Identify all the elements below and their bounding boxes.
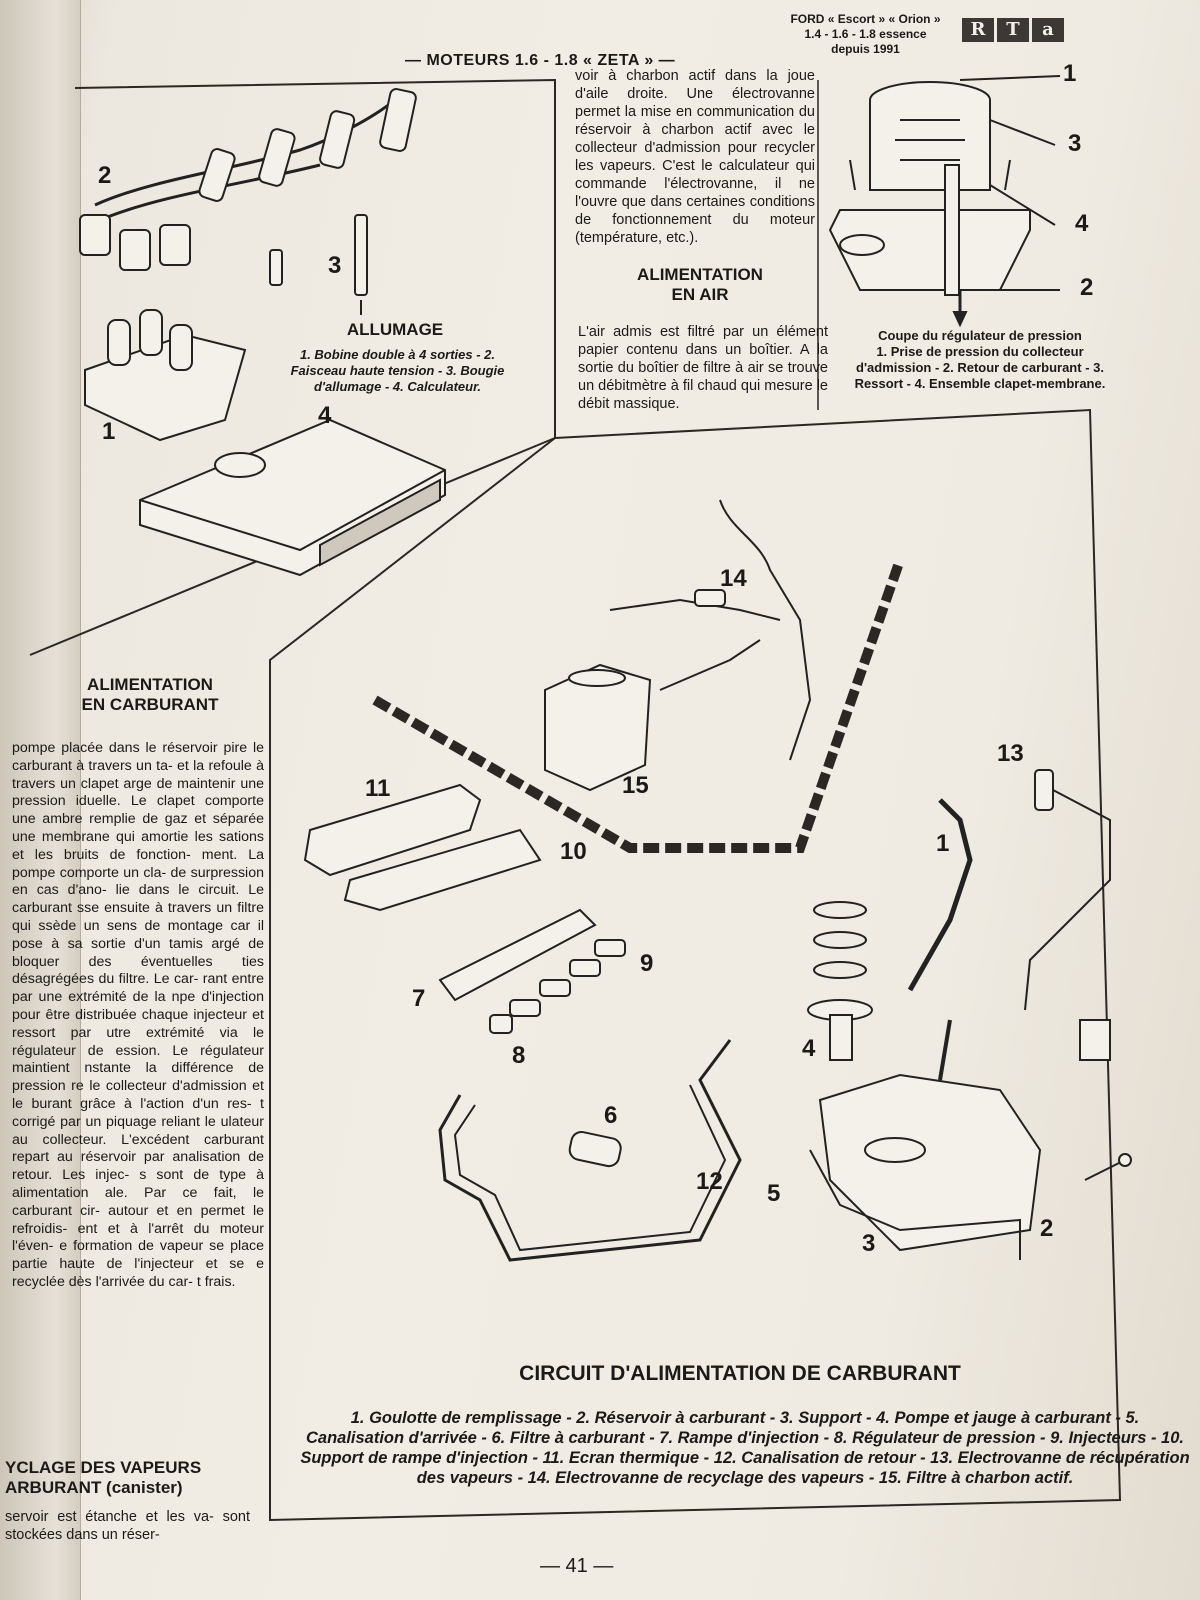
regulator-callout-1: 1 [1063,60,1077,87]
brand-line-3: depuis 1991 [831,42,900,56]
circuit-callout-11: 11 [365,775,391,802]
circuit-callout-10: 10 [560,838,587,865]
circuit-callout-5: 5 [767,1180,781,1207]
allumage-callout-1: 1 [102,418,116,445]
allumage-callout-3: 3 [328,252,342,279]
regulator-callout-4: 4 [1075,210,1089,237]
alimentation-carburant-title: ALIMENTATION EN CARBURANT [40,675,260,715]
regulator-caption-block: Coupe du régulateur de pression 1. Prise… [850,328,1110,392]
page-header-title: — MOTEURS 1.6 - 1.8 « ZETA » — [405,52,676,69]
canister-continued-text: voir à charbon actif dans la joue d'aile… [575,68,815,246]
circuit-callout-12: 12 [696,1168,723,1195]
circuit-callout-14: 14 [720,565,747,592]
regulator-callout-3: 3 [1068,130,1082,157]
circuit-callout-13: 13 [997,740,1024,767]
circuit-callout-1: 1 [936,830,950,857]
page-number: — 41 — [540,1555,614,1577]
circuit-callout-15: 15 [622,772,649,799]
circuit-callout-2: 2 [1040,1215,1054,1242]
circuit-caption: 1. Goulotte de remplissage - 2. Réservoi… [300,1409,1190,1487]
circuit-callout-7: 7 [412,985,426,1012]
recyclage-title-line2: ARBURANT (canister) [5,1478,183,1497]
circuit-callout-8: 8 [512,1042,526,1069]
allumage-caption: 1. Bobine double à 4 sorties - 2. Faisce… [290,347,505,394]
alimentation-air-title-line1: ALIMENTATION [637,265,763,284]
circuit-callout-9: 9 [640,950,654,977]
brand-line-2: 1.4 - 1.6 - 1.8 essence [804,27,927,41]
alimentation-air-title: ALIMENTATION EN AIR [610,265,790,305]
recyclage-title: YCLAGE DES VAPEURS ARBURANT (canister) [5,1458,235,1498]
alimentation-carburant-title-line2: EN CARBURANT [81,695,219,714]
circuit-callout-3: 3 [862,1230,876,1257]
allumage-title: ALLUMAGE [346,320,444,339]
regulator-caption-text: 1. Prise de pression du collecteur d'adm… [854,344,1106,391]
allumage-callout-2: 2 [98,162,112,189]
logo-letter-r: R [962,18,994,42]
circuit-callout-6: 6 [604,1102,618,1129]
brand-info: FORD « Escort » « Orion » 1.4 - 1.6 - 1.… [778,12,953,57]
circuit-callout-4: 4 [802,1035,816,1062]
rta-logo: R T a [962,18,1064,42]
logo-letter-a: a [1032,18,1064,42]
logo-letter-t: T [997,18,1029,42]
recyclage-title-line1: YCLAGE DES VAPEURS [5,1458,202,1477]
alimentation-air-title-line2: EN AIR [671,285,729,304]
alimentation-air-text: L'air admis est filtré par un élément pa… [578,324,828,412]
alimentation-carburant-title-line1: ALIMENTATION [87,675,213,694]
circuit-title: CIRCUIT D'ALIMENTATION DE CARBURANT [519,1362,961,1385]
alimentation-carburant-text: pompe placée dans le réservoir pire le c… [12,740,264,1290]
regulator-caption-title: Coupe du régulateur de pression [878,328,1082,343]
previous-page-edge [0,0,81,1600]
regulator-callout-2: 2 [1080,274,1094,301]
brand-line-1: FORD « Escort » « Orion » [790,12,941,26]
recyclage-text: servoir est étanche et les va- sont stoc… [5,1509,250,1543]
allumage-callout-4: 4 [318,402,332,429]
